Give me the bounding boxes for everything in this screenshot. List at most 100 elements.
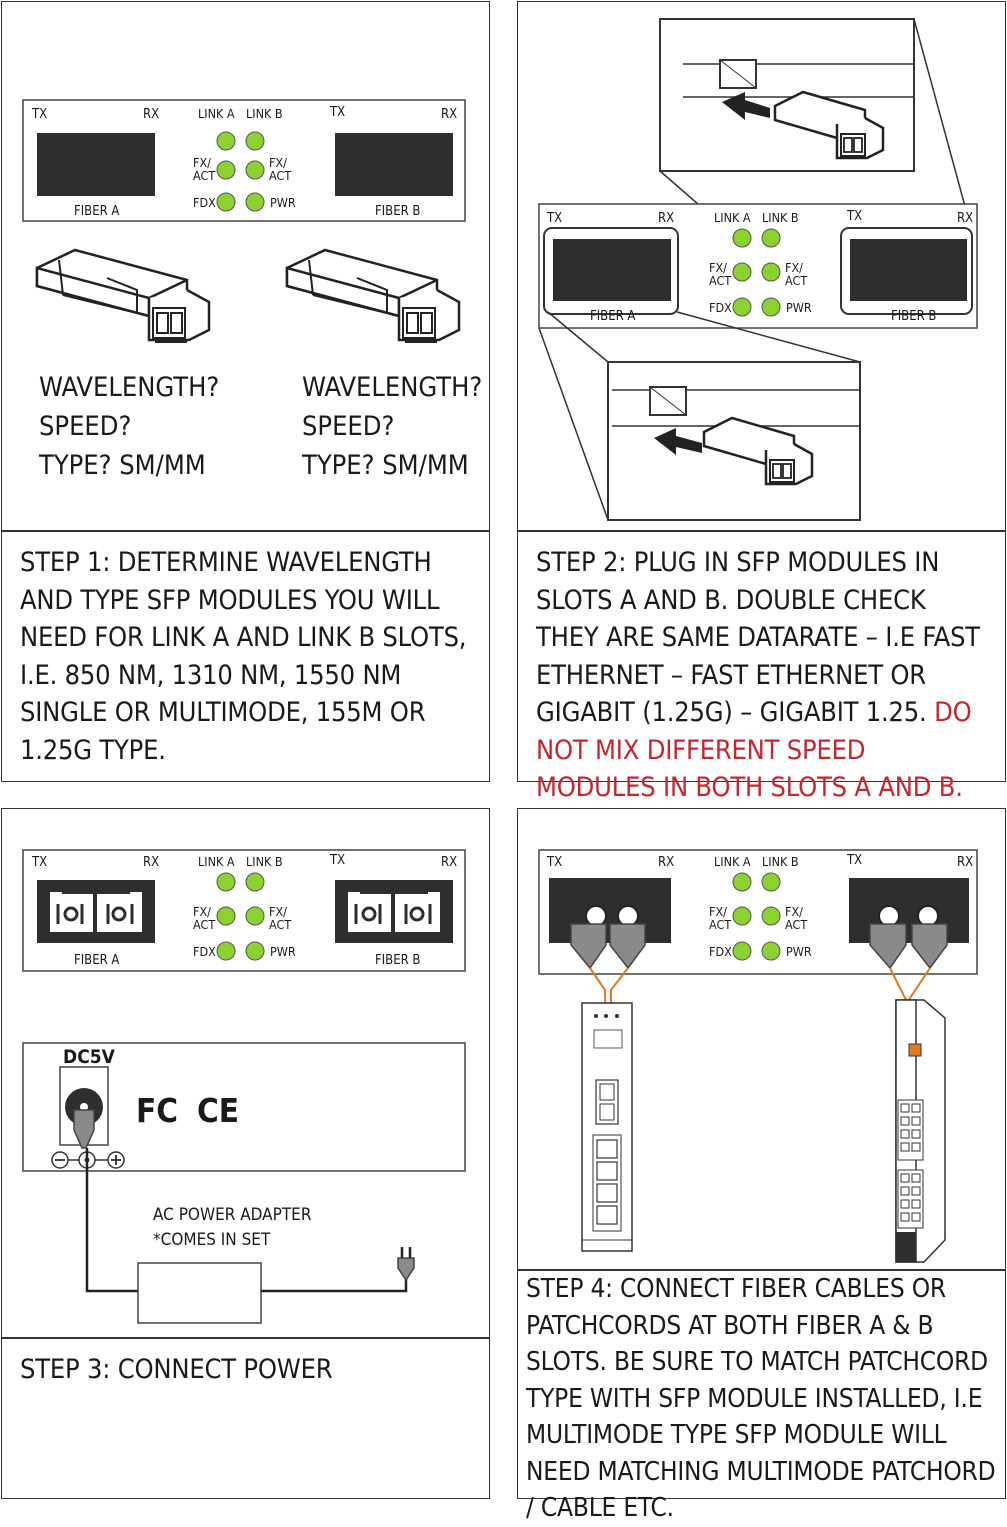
tx-label: TX <box>846 853 862 868</box>
question-wavelength: WAVELENGTH? <box>39 372 220 403</box>
step2-device: TX RX TX RX LINK A LINK B FX/ ACT FX/ AC… <box>538 203 978 329</box>
fiber-b-slot-empty <box>335 133 453 196</box>
question-type: TYPE? SM/MM <box>302 450 469 481</box>
patchcord-connector-icon <box>869 923 907 970</box>
step3-text: STEP 3: CONNECT POWER <box>20 1354 333 1385</box>
tx-label: TX <box>329 105 345 120</box>
led-link-b <box>245 131 265 151</box>
act-label: ACT <box>193 917 215 932</box>
step2-zoom-bottom <box>538 311 861 521</box>
questions-left: WAVELENGTH? SPEED? TYPE? SM/MM <box>39 368 219 485</box>
ce-mark: CE <box>197 1091 239 1130</box>
led-pwr <box>245 192 265 212</box>
led-fdx <box>216 192 236 212</box>
step3-device: TX RX TX RX LINK A LINK B FX/ ACT FX/ AC… <box>22 849 466 972</box>
rx-label: RX <box>143 107 159 122</box>
adapter-line2: *COMES IN SET <box>153 1230 271 1250</box>
rx-label: RX <box>441 107 457 122</box>
fiber-a-slot-empty <box>37 133 155 196</box>
tx-label: TX <box>546 211 562 226</box>
fx-label: FX/ <box>269 155 287 170</box>
adapter-box <box>137 1262 262 1324</box>
fx-label: FX/ <box>785 904 803 919</box>
adapter-line1: AC POWER ADAPTER <box>153 1205 312 1225</box>
led-fx-act-a <box>216 160 236 180</box>
fiber-b-label: FIBER B <box>891 309 936 324</box>
fiber-b-label: FIBER B <box>375 204 420 219</box>
link-a-label: LINK A <box>714 210 751 225</box>
step2-caption: STEP 2: PLUG IN SFP MODULES IN SLOTS A A… <box>517 531 1006 803</box>
step4-caption: STEP 4: CONNECT FIBER CABLES OR PATCHCOR… <box>517 1270 1006 1523</box>
fdx-label: FDX <box>193 944 216 959</box>
rx-label: RX <box>658 855 674 870</box>
act-label: ACT <box>193 168 215 183</box>
step4-text: STEP 4: CONNECT FIBER CABLES OR PATCHCOR… <box>526 1274 996 1523</box>
question-speed: SPEED? <box>302 411 395 442</box>
step3-rear-panel: FC CE <box>22 1042 466 1172</box>
industrial-switch <box>581 1002 633 1252</box>
pwr-label: PWR <box>270 195 296 210</box>
link-a-label: LINK A <box>198 106 235 121</box>
sfp-module-icon <box>285 248 461 344</box>
ac-plug-icon <box>397 1257 415 1282</box>
tx-label: TX <box>846 209 862 224</box>
tx-label: TX <box>31 107 47 122</box>
tx-label: TX <box>31 855 47 870</box>
fdx-label: FDX <box>709 944 732 959</box>
link-b-label: LINK B <box>762 854 799 869</box>
insert-arrow-icon <box>722 92 770 120</box>
act-label: ACT <box>785 273 807 288</box>
fx-label: FX/ <box>709 904 727 919</box>
insert-arrow-icon <box>654 428 702 455</box>
patchcord-connector-icon <box>570 923 607 970</box>
fx-label: FX/ <box>785 260 803 275</box>
step1-caption: STEP 1: DETERMINE WAVELENGTH AND TYPE SF… <box>1 531 490 782</box>
fiber-a-label: FIBER A <box>590 309 635 324</box>
rx-label: RX <box>957 211 973 226</box>
rx-label: RX <box>441 855 457 870</box>
act-label: ACT <box>709 917 731 932</box>
questions-right: WAVELENGTH? SPEED? TYPE? SM/MM <box>302 368 482 485</box>
power-adapter <box>85 1148 415 1324</box>
led-fx-act-b <box>245 160 265 180</box>
link-b-label: LINK B <box>762 210 799 225</box>
fx-label: FX/ <box>269 904 287 919</box>
tx-label: TX <box>546 855 562 870</box>
fx-label: FX/ <box>193 904 211 919</box>
fx-label: FX/ <box>709 260 727 275</box>
sc-duplex-port-a <box>37 880 155 943</box>
question-type: TYPE? SM/MM <box>39 450 206 481</box>
tx-label: TX <box>329 853 345 868</box>
fiber-b-label: FIBER B <box>375 953 420 968</box>
fdx-label: FDX <box>709 300 732 315</box>
fiber-a-label: FIBER A <box>74 953 119 968</box>
step2-zoom-top <box>659 18 973 233</box>
act-label: ACT <box>785 917 807 932</box>
step3-panel <box>1 808 490 1338</box>
step4-device: TX RX TX RX LINK A LINK B FX/ ACT FX/ AC… <box>538 849 978 975</box>
rack-switch <box>895 999 946 1263</box>
link-b-label: LINK B <box>246 854 283 869</box>
sfp-module-icon <box>35 248 211 344</box>
step2-warning-text: DO NOT MIX DIFFERENT SPEED MODULES IN BO… <box>536 697 972 803</box>
question-wavelength: WAVELENGTH? <box>302 372 483 403</box>
pwr-label: PWR <box>786 944 812 959</box>
patchcord-connector-icon <box>609 923 646 970</box>
step2-panel <box>517 1 1006 531</box>
sc-duplex-port-b <box>335 880 453 943</box>
act-label: ACT <box>269 917 291 932</box>
step4-panel <box>517 808 1006 1270</box>
step1-text: STEP 1: DETERMINE WAVELENGTH AND TYPE SF… <box>20 547 467 766</box>
link-a-label: LINK A <box>198 854 235 869</box>
rx-label: RX <box>658 211 674 226</box>
pwr-label: PWR <box>270 944 296 959</box>
dc5v-label: DC5V <box>63 1046 115 1068</box>
power-cable <box>85 1148 138 1293</box>
fx-label: FX/ <box>193 155 211 170</box>
step3-caption: STEP 3: CONNECT POWER <box>1 1338 490 1499</box>
patchcord-connector-icon <box>911 923 948 970</box>
step1-device: TX RX TX RX LINK A LINK B FX/ ACT FX/ AC… <box>22 99 466 222</box>
led-link-a <box>216 131 236 151</box>
link-a-label: LINK A <box>714 854 751 869</box>
